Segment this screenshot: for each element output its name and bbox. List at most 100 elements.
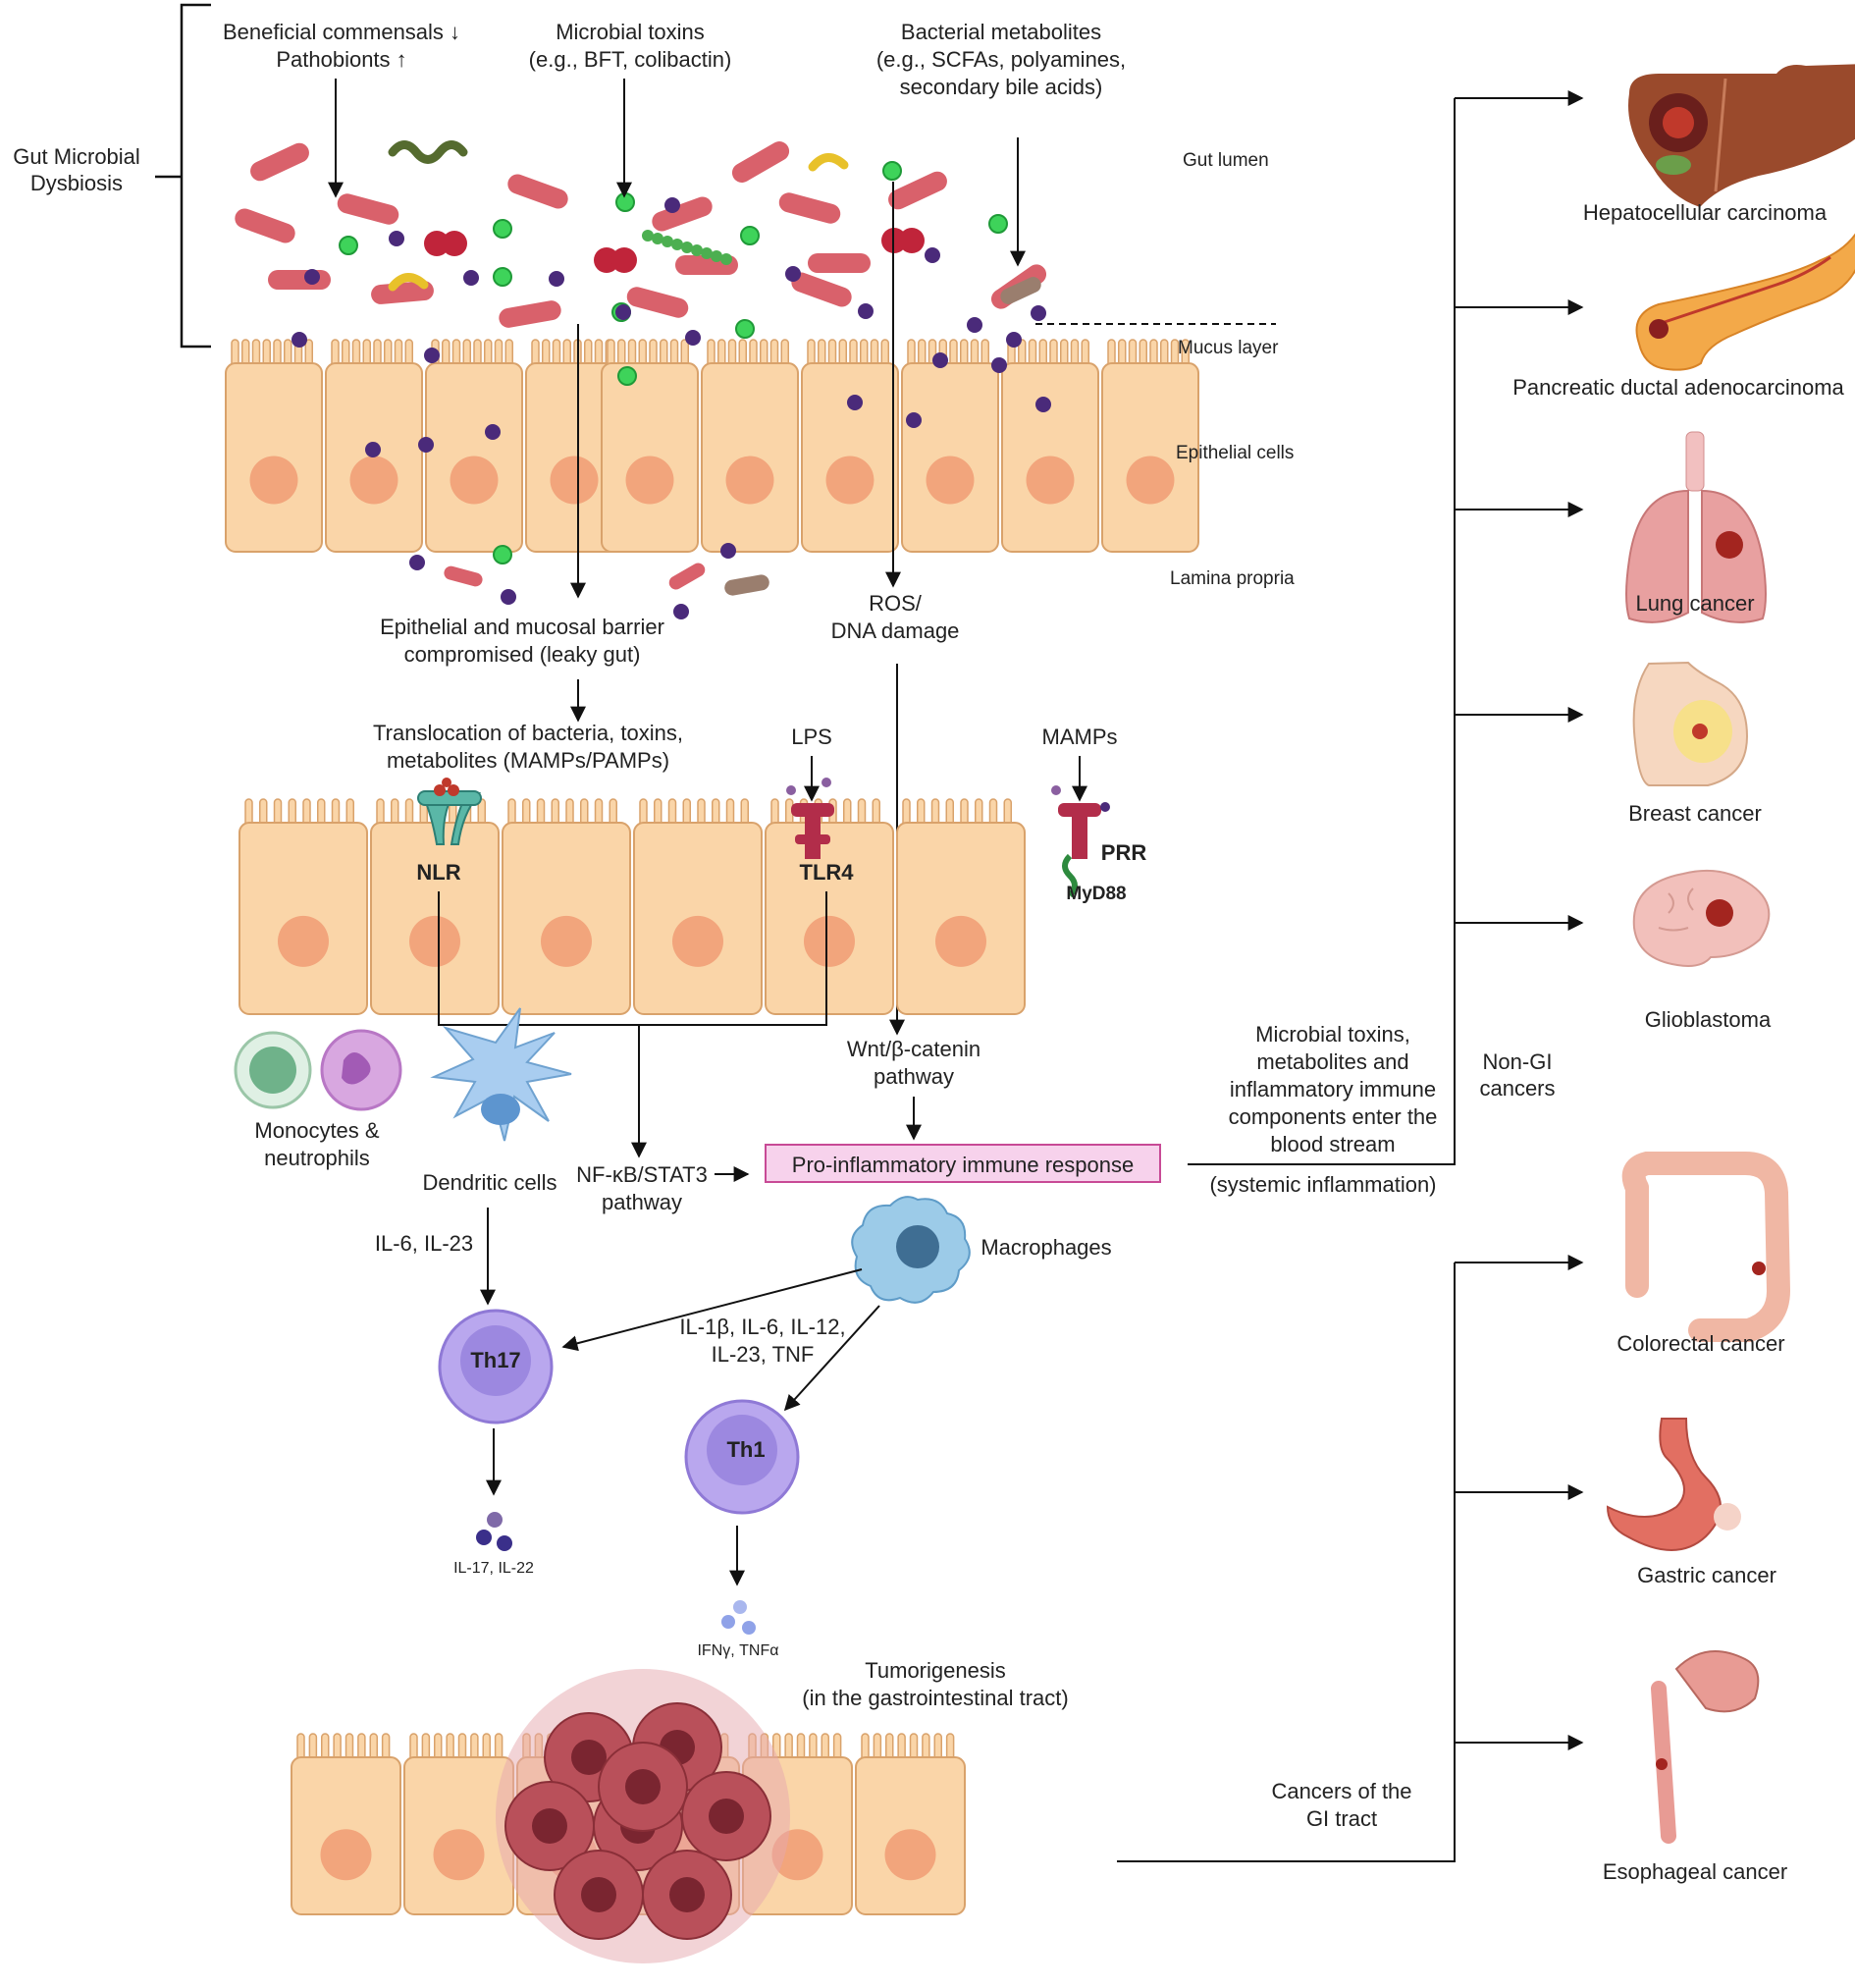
metabolite-icon <box>967 317 982 333</box>
bacterium-rod-icon <box>731 141 790 183</box>
metabolite-icon <box>463 270 479 286</box>
tumorigenesis-label-2: (in the gastrointestinal tract) <box>802 1686 1068 1710</box>
cell-nucleus <box>672 915 723 967</box>
toxins-label-1: Microbial toxins <box>556 20 705 44</box>
toxin-icon <box>882 161 902 181</box>
bacterium-rod-icon <box>250 142 309 182</box>
translocation-label-1: Translocation of bacteria, toxins, <box>373 721 683 745</box>
epithelial-cell <box>765 798 894 1015</box>
tumor-nucleus <box>669 1877 705 1912</box>
cancer-pancreatic: Pancreatic ductal adenocarcinoma <box>1512 375 1844 400</box>
epithelial-cell <box>855 1733 966 1915</box>
cancer-colorectal: Colorectal cancer <box>1616 1331 1784 1356</box>
bacterium-rod-icon <box>371 281 434 304</box>
il6-il23-label: IL-6, IL-23 <box>375 1231 473 1256</box>
epithelial-cell <box>896 798 1026 1015</box>
cell-nucleus <box>278 915 329 967</box>
metabolite-icon <box>1035 397 1051 412</box>
streptococcus-chain-icon <box>662 236 673 247</box>
monocyte-cell <box>234 1031 312 1109</box>
bacterium-rod-icon <box>668 563 706 590</box>
cell-nucleus <box>926 456 975 505</box>
epithelial-cell <box>502 798 631 1015</box>
cell-nucleus <box>249 456 298 505</box>
tumor-mass <box>496 1669 790 1963</box>
epithelial-cell <box>225 339 323 553</box>
cell-nucleus <box>541 915 592 967</box>
metabolite-icon <box>1031 305 1046 321</box>
il17-dot <box>476 1530 492 1545</box>
metabolite-icon <box>906 412 922 428</box>
cell-nucleus <box>409 915 460 967</box>
bacterium-rod-icon <box>626 287 689 318</box>
streptococcus-chain-icon <box>681 242 693 253</box>
metabolite-icon <box>615 304 631 320</box>
macrophages-label: Macrophages <box>980 1235 1111 1260</box>
tlr4-label: TLR4 <box>800 860 855 885</box>
th17-cell <box>438 1309 554 1424</box>
bacterium-rod-icon <box>652 196 713 232</box>
tumor-nucleus <box>532 1808 567 1844</box>
toxins-label-2: (e.g., BFT, colibactin) <box>529 47 732 72</box>
bacterium-rod-icon <box>268 270 331 290</box>
epithelial-cell <box>801 339 899 553</box>
toxin-icon <box>735 319 755 339</box>
metabolite-icon <box>664 197 680 213</box>
monocytes-label-2: neutrophils <box>264 1146 370 1170</box>
enter-label-5: blood stream <box>1270 1132 1395 1156</box>
cell-nucleus <box>625 456 674 505</box>
epithelial-cell <box>601 339 699 553</box>
layer-epithelial: Epithelial cells <box>1176 443 1294 463</box>
wnt-label-1: Wnt/β-catenin <box>847 1037 980 1061</box>
bacterium-rod-icon <box>507 174 568 209</box>
tlr4-receptor <box>786 778 834 859</box>
leaky-label-1: Epithelial and mucosal barrier <box>380 615 664 639</box>
cell-nucleus <box>804 915 855 967</box>
layer-lamina: Lamina propria <box>1170 568 1295 589</box>
non-gi-label-1: Non-GI <box>1483 1049 1553 1074</box>
cell-nucleus <box>1126 456 1175 505</box>
dendritic-label: Dendritic cells <box>423 1170 557 1195</box>
th1-cell <box>684 1399 800 1515</box>
esophagus-icon <box>1651 1650 1760 1844</box>
th17-label: Th17 <box>470 1348 520 1372</box>
vibrio-icon <box>808 153 849 172</box>
tumor-nucleus <box>581 1877 616 1912</box>
bacterium-rod-icon <box>1000 277 1041 304</box>
nfkb-label-1: NF-κB/STAT3 <box>576 1162 708 1187</box>
toxin-icon <box>339 236 358 255</box>
tumor-nucleus <box>625 1769 661 1804</box>
bacterium-rod-icon <box>444 565 483 587</box>
lps-label: LPS <box>791 725 832 749</box>
enter-label-3: inflammatory immune <box>1230 1077 1436 1101</box>
liver-icon <box>1628 64 1855 207</box>
bacterium-rod-icon <box>499 300 561 328</box>
gut-microbes <box>235 140 1051 619</box>
cell-nucleus <box>433 1829 485 1881</box>
myd88-label: MyD88 <box>1066 884 1126 904</box>
commensals-label-1: Beneficial commensals ↓ <box>223 20 460 44</box>
cancer-hepatocellular: Hepatocellular carcinoma <box>1583 200 1828 225</box>
nfkb-label-2: pathway <box>602 1190 682 1214</box>
colon-icon <box>1621 1152 1791 1342</box>
cell-nucleus <box>884 1829 936 1881</box>
tumor-nucleus <box>571 1740 607 1775</box>
wnt-label-2: pathway <box>874 1064 954 1089</box>
toxin-icon <box>493 219 512 239</box>
streptococcus-chain-icon <box>720 253 732 265</box>
ros-label-2: DNA damage <box>831 618 960 643</box>
metabolite-icon <box>424 348 440 363</box>
neutrophil-cell <box>320 1029 402 1111</box>
epithelial-cell <box>370 798 500 1015</box>
th1-label: Th1 <box>726 1437 765 1462</box>
stomach-icon <box>1606 1418 1741 1551</box>
epithelium-middle <box>238 798 1026 1015</box>
epithelial-cell <box>325 339 423 553</box>
il17-dot <box>487 1512 503 1528</box>
nlr-receptor <box>417 778 482 845</box>
bacterium-rod-icon <box>808 253 871 273</box>
cytokines-label-2: IL-23, TNF <box>712 1342 815 1367</box>
cell-nucleus <box>935 915 986 967</box>
metabolites-label-3: secondary bile acids) <box>900 75 1103 99</box>
